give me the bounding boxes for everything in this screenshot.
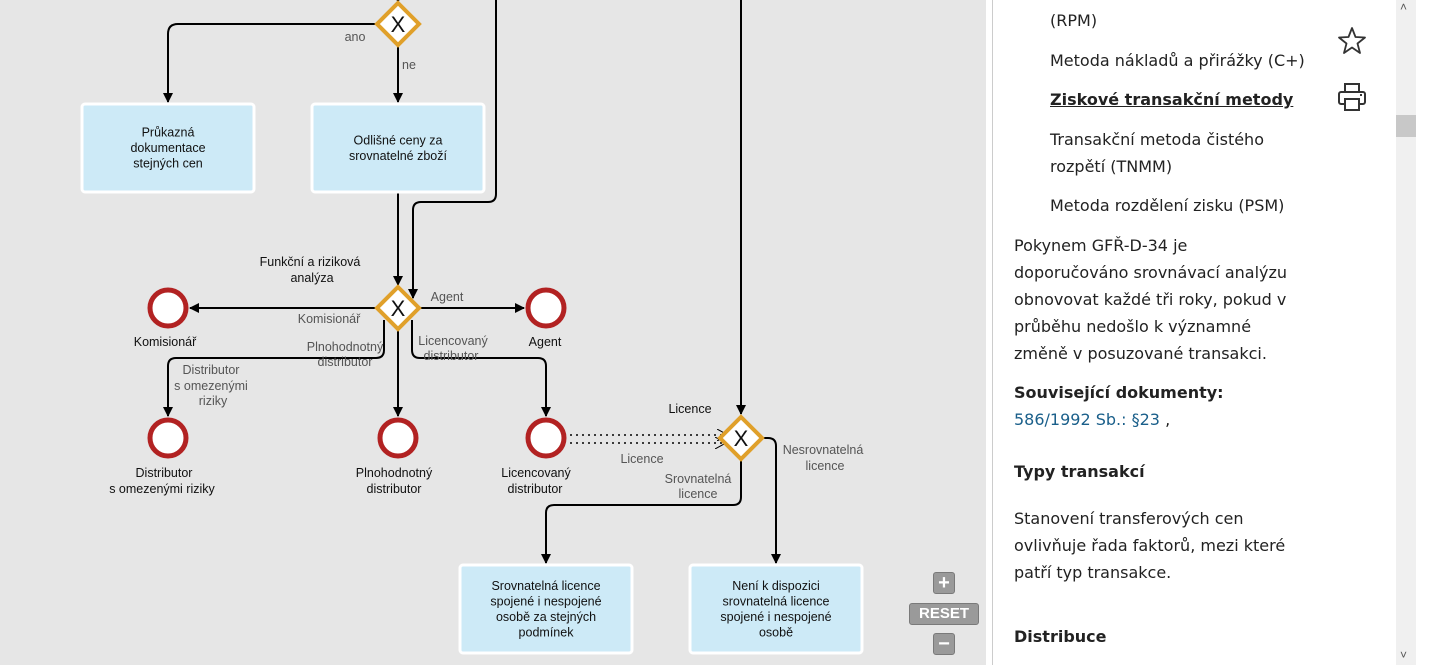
end-label-komisionar: Komisionář — [134, 335, 197, 349]
gateway-licence[interactable]: X — [717, 414, 765, 462]
scroll-down-icon[interactable]: ˅ — [1400, 648, 1408, 662]
submenu-item-rpm[interactable]: (RPM) — [1050, 11, 1098, 30]
gateway-label-funkcni-1: Funkční a riziková — [260, 255, 361, 269]
flow-label-plnohodnotny-1: Plnohodnotný — [307, 340, 384, 354]
zoom-in-button[interactable]: + — [933, 572, 955, 594]
submenu-item-ziskove-active[interactable]: Ziskové transakční metody — [1050, 90, 1294, 109]
task-label-line: Není k dispozici — [732, 579, 820, 593]
task-label-line: stejných cen — [133, 157, 203, 171]
text-line: Pokynem GFŘ-D-34 je — [1014, 236, 1188, 255]
submenu-item-psm[interactable]: Metoda rozdělení zisku (PSM) — [1050, 196, 1285, 215]
task-odlisne-ceny[interactable]: Odlišné ceny za srovnatelné zboží — [310, 102, 486, 194]
print-icon[interactable] — [1337, 82, 1367, 112]
text-line: obnovovat každé tři roky, pokud v — [1014, 290, 1287, 309]
related-doc-link[interactable]: 586/1992 Sb.: §23 — [1014, 410, 1160, 429]
flow-label-licence: Licence — [620, 452, 663, 466]
related-docs-heading: Související dokumenty: — [1014, 383, 1224, 402]
end-event-plnohodnotny[interactable] — [377, 417, 419, 459]
task-label-line: Odlišné ceny za — [354, 133, 443, 147]
flow-label-distributor-3: riziky — [199, 394, 228, 408]
flow-label-licencovany-1: Licencovaný — [418, 334, 488, 348]
submenu-item-tnmm-1[interactable]: Transakční metoda čistého — [1050, 130, 1264, 149]
end-event-komisionar[interactable] — [147, 287, 189, 329]
text-line: doporučováno srovnávací analýzu — [1014, 263, 1288, 282]
text-line: průběhu nedošlo k významné — [1014, 317, 1252, 336]
star-icon[interactable] — [1337, 26, 1367, 56]
submenu-item-tnmm-2[interactable]: rozpětí (TNMM) — [1050, 157, 1173, 176]
submenu-item-cplus[interactable]: Metoda nákladů a přirážky (C+) — [1050, 51, 1305, 70]
task-label-line: podmínek — [519, 625, 575, 639]
text-line: Stanovení transferových cen — [1014, 509, 1244, 528]
gateway-x-icon: X — [391, 296, 406, 321]
task-label-line: osobě za stejných — [496, 610, 596, 624]
task-label-line: Srovnatelná licence — [491, 579, 600, 593]
flow-label-nesrovnatelna-1: Nesrovnatelná — [783, 443, 864, 457]
task-label-line: srovnatelná licence — [722, 594, 829, 608]
flow-distributor-omezeny — [163, 320, 385, 417]
flow-label-nesrovnatelna-2: licence — [806, 459, 845, 473]
text-line: patří typ transakce. — [1014, 563, 1172, 582]
end-event-distributor-omezeny[interactable] — [147, 417, 189, 459]
end-label-agent: Agent — [529, 335, 562, 349]
reset-button[interactable]: RESET — [909, 603, 979, 625]
flow-right-loop — [408, 0, 497, 299]
zoom-out-button[interactable]: − — [933, 633, 955, 655]
flow-label-plnohodnotny-2: distributor — [318, 355, 373, 369]
flow-label-ne: ne — [402, 58, 416, 72]
task-box — [458, 563, 634, 655]
gateway-funkcni-analyza[interactable]: X — [374, 284, 422, 332]
task-label-line: dokumentace — [130, 141, 205, 155]
task-label-line: srovnatelné zboží — [349, 149, 448, 163]
flow-label-distributor-1: Distributor — [183, 363, 240, 377]
flow-nesrovnatelna — [763, 437, 781, 564]
separator: , — [1165, 410, 1171, 429]
end-event-agent[interactable] — [525, 287, 567, 329]
task-label-line: spojené i nespojené — [490, 594, 601, 608]
flow-ano — [163, 23, 376, 103]
flow-label-distributor-2: s omezenými — [174, 379, 248, 393]
gateway-1[interactable]: X — [374, 0, 422, 48]
panel-divider — [992, 0, 993, 665]
task-box — [688, 563, 864, 655]
paragraph-gfr: Pokynem GFŘ-D-34 je doporučováno srovnáv… — [1014, 232, 1334, 367]
end-label-distributor-1: Distributor — [136, 466, 193, 480]
flow-label-srovnatelna-1: Srovnatelná — [665, 472, 732, 486]
end-label-plnohodnotny-2: distributor — [367, 482, 422, 496]
task-label-line: osobě — [759, 625, 793, 639]
scrollbar[interactable]: ˄ ˅ — [1396, 0, 1416, 665]
task-box — [80, 102, 256, 194]
end-label-plnohodnotny-1: Plnohodnotný — [356, 466, 433, 480]
end-label-licencovany-2: distributor — [508, 482, 563, 496]
flow-licencovany — [411, 320, 551, 417]
flow-label-srovnatelna-2: licence — [679, 487, 718, 501]
gateway-x-icon: X — [391, 12, 406, 37]
text-line: změně v posuzované transakci. — [1014, 344, 1267, 363]
flow-label-komisionar: Komisionář — [298, 312, 361, 326]
task-box — [310, 102, 486, 194]
text-line: ovlivňuje řada faktorů, mezi které — [1014, 536, 1286, 555]
scroll-up-icon[interactable]: ˄ — [1400, 0, 1408, 14]
end-event-licencovany[interactable] — [525, 417, 567, 459]
gateway-label-licence: Licence — [668, 402, 711, 416]
flow-label-agent: Agent — [431, 290, 464, 304]
end-label-licencovany-1: Licencovaný — [501, 466, 571, 480]
distribution-heading: Distribuce — [1014, 627, 1107, 646]
info-panel: (RPM) Metoda nákladů a přirážky (C+) Zis… — [993, 0, 1396, 665]
flow-label-licencovany-2: distributor — [424, 349, 479, 363]
types-heading: Typy transakcí — [1014, 462, 1145, 481]
flow-srovnatelna — [541, 460, 742, 564]
flow-label-ano: ano — [345, 30, 366, 44]
gateway-label-funkcni-2: analýza — [290, 271, 333, 285]
task-label-line: spojené i nespojené — [720, 610, 831, 624]
scrollbar-thumb[interactable] — [1396, 115, 1416, 137]
paragraph-types: Stanovení transferových cen ovlivňuje řa… — [1014, 505, 1334, 586]
task-label-line: Průkazná — [142, 126, 195, 140]
end-label-distributor-2: s omezenými riziky — [109, 482, 215, 496]
gateway-x-icon: X — [734, 426, 749, 451]
